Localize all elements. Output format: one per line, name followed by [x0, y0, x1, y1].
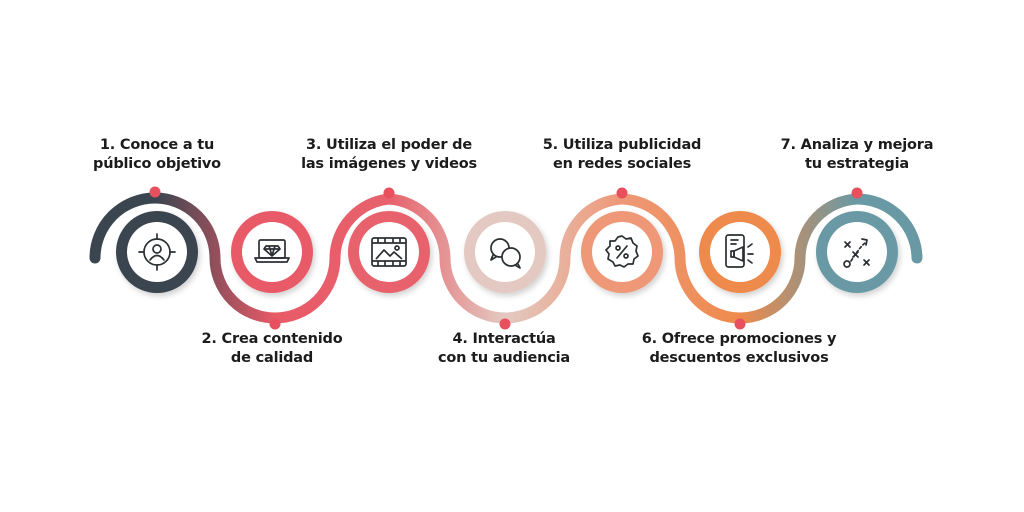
- step-disc-3: [359, 222, 419, 282]
- wave-segment-7: [851, 193, 923, 264]
- step-6-title-line1: 6. Ofrece promociones y: [641, 331, 837, 347]
- step-1-title-line2: público objetivo: [93, 156, 221, 172]
- step-node-2: [231, 211, 313, 293]
- laptop-diamond-icon: [254, 239, 290, 263]
- step-4-title-line2: con tu audiencia: [438, 350, 570, 366]
- discount-badge-icon: [605, 235, 639, 268]
- step-node-7: [816, 211, 898, 293]
- step-label-3: 3. Utiliza el poder de las imágenes y vi…: [284, 136, 494, 174]
- step-label-5: 5. Utiliza publicidad en redes sociales: [517, 136, 727, 174]
- connector-dots: [149, 186, 863, 330]
- step-label-2: 2. Crea contenido de calidad: [167, 330, 377, 368]
- connector-dot-7: [851, 187, 863, 199]
- chat-bubbles-icon: [490, 238, 521, 269]
- step-nodes: [116, 211, 898, 293]
- wave-segment-4-5: [504, 193, 623, 324]
- target-user-icon: [138, 233, 176, 271]
- step-label-6: 6. Ofrece promociones y descuentos exclu…: [634, 330, 844, 368]
- image-film-icon: [371, 237, 407, 267]
- step-label-7: 7. Analiza y mejora tu estrategia: [752, 136, 962, 174]
- step-3-title-line2: las imágenes y videos: [301, 156, 477, 172]
- connector-dot-5: [616, 187, 628, 199]
- step-2-title-line1: 2. Crea contenido: [201, 331, 343, 347]
- step-4-title-line1: 4. Interactúa: [452, 331, 556, 347]
- wave-segment-5-6: [621, 193, 741, 324]
- step-6-title-line2: descuentos exclusivos: [649, 350, 829, 366]
- step-node-4: [464, 211, 546, 293]
- step-1-title-line1: 1. Conoce a tu: [99, 137, 215, 153]
- step-disc-6: [710, 222, 770, 282]
- step-label-4: 4. Interactúa con tu audiencia: [399, 330, 609, 368]
- step-5-title-line2: en redes sociales: [552, 156, 692, 172]
- connector-dot-3: [383, 187, 395, 199]
- wave-segment-6-7: [739, 193, 858, 324]
- wave-segment-2-3: [274, 193, 390, 324]
- connector-dot-4: [499, 318, 511, 330]
- step-node-3: [348, 211, 430, 293]
- step-node-1: [116, 211, 198, 293]
- wave-segment-1-2: [154, 192, 276, 324]
- step-5-title-line1: 5. Utiliza publicidad: [542, 137, 702, 153]
- step-7-title-line1: 7. Analiza y mejora: [780, 137, 934, 153]
- strategy-plan-icon: [843, 238, 870, 268]
- step-label-1: 1. Conoce a tu público objetivo: [52, 136, 262, 174]
- step-node-5: [581, 211, 663, 293]
- step-2-title-line2: de calidad: [230, 350, 314, 366]
- step-3-title-line1: 3. Utiliza el poder de: [306, 137, 472, 153]
- step-node-6: [699, 211, 781, 293]
- wave-segment-3-4: [388, 193, 506, 324]
- connector-dot-1: [149, 186, 161, 198]
- connector-dot-6: [734, 318, 746, 330]
- phone-megaphone-icon: [725, 234, 754, 268]
- step-disc-2: [242, 222, 302, 282]
- step-disc-1: [127, 222, 187, 282]
- connector-dot-2: [269, 318, 281, 330]
- wave-segment-1: [89, 192, 161, 264]
- wave-track: [89, 192, 923, 324]
- step-7-title-line2: tu estrategia: [805, 156, 909, 172]
